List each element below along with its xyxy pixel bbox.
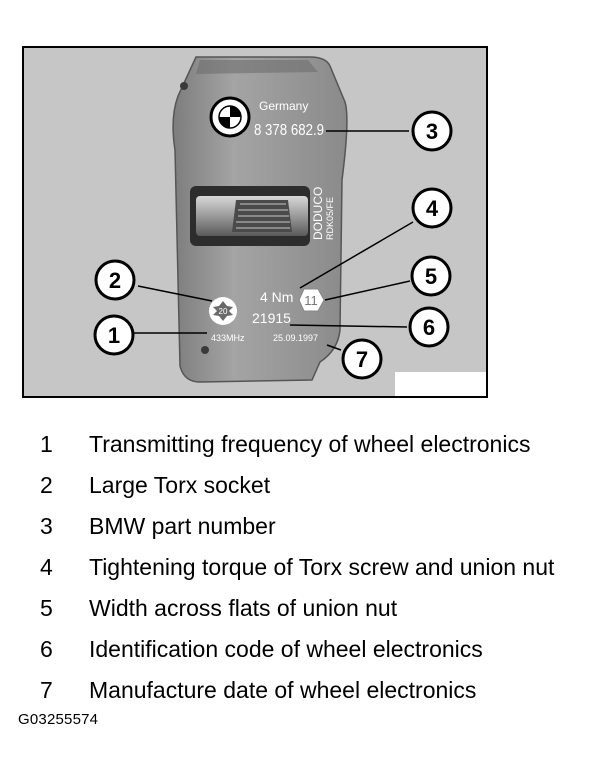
legend-item: 4 Tightening torque of Torx screw and uni…: [40, 547, 600, 588]
sensor-diagram: Germany 8 378 682.9 DODUCO RDK05/FE 4 Nm…: [22, 46, 488, 398]
callout-2-number: 2: [109, 268, 121, 293]
callout-5-number: 5: [425, 264, 437, 289]
legend-list: 1 Transmitting frequency of wheel electro…: [40, 424, 600, 711]
callout-1-number: 1: [108, 323, 120, 348]
legend-number: 4: [40, 554, 53, 580]
legend-number: 1: [40, 431, 53, 457]
callout-7-number: 7: [356, 347, 368, 372]
torx-size-text: 20: [219, 307, 228, 316]
legend-text: Transmitting frequency of wheel electron…: [89, 431, 531, 457]
legend-number: 5: [40, 595, 53, 621]
legend-text: Large Torx socket: [89, 472, 271, 498]
callout-1: 1: [93, 314, 135, 356]
valve-thread-hatch: [236, 203, 290, 229]
callout-6: 6: [408, 306, 450, 348]
legend-text: Tightening torque of Torx screw and unio…: [89, 554, 555, 580]
date-text: 25.09.1997: [273, 333, 318, 343]
callout-3: 3: [411, 110, 453, 152]
maker-text: DODUCO: [311, 187, 325, 240]
screw-hole-top: [180, 82, 188, 90]
leader-lines: [133, 130, 414, 351]
callout-2: 2: [94, 259, 136, 301]
torx-socket-icon: 20: [209, 297, 237, 325]
figure-code: G03255574: [18, 711, 99, 728]
sensor-top-shadow: [196, 60, 318, 74]
callout-4-number: 4: [426, 196, 439, 221]
flats-size-text: 11: [304, 293, 318, 308]
bmw-logo-icon: [209, 96, 251, 138]
legend-item: 5 Width across flats of union nut: [40, 588, 600, 629]
hex-nut-icon: 11: [298, 288, 325, 312]
screw-hole-bottom: [201, 346, 209, 354]
callout-7: 7: [341, 338, 383, 380]
legend-number: 2: [40, 472, 53, 498]
legend-item: 3 BMW part number: [40, 506, 600, 547]
frequency-text: 433MHz: [211, 333, 245, 343]
legend-text: Manufacture date of wheel electronics: [89, 677, 477, 703]
legend-number: 3: [40, 513, 53, 539]
callout-4: 4: [411, 187, 453, 229]
callout-3-number: 3: [426, 119, 438, 144]
id-code-text: 21915: [252, 310, 291, 326]
country-text: Germany: [259, 99, 308, 113]
callout-5: 5: [410, 255, 452, 297]
legend-text: Width across flats of union nut: [89, 595, 398, 621]
model-text: RDK05/FE: [325, 197, 335, 240]
legend-text: Identification code of wheel electronics: [89, 636, 483, 662]
callout-6-number: 6: [423, 315, 435, 340]
photo-corner-patch: [395, 372, 486, 396]
legend-number: 7: [40, 677, 53, 703]
legend-item: 1 Transmitting frequency of wheel electro…: [40, 424, 600, 465]
legend-text: BMW part number: [89, 513, 276, 539]
legend-item: 2 Large Torx socket: [40, 465, 600, 506]
torque-text: 4 Nm: [260, 289, 293, 305]
legend-item: 7 Manufacture date of wheel electronics: [40, 670, 600, 711]
legend-item: 6 Identification code of wheel electronic…: [40, 629, 600, 670]
legend-number: 6: [40, 636, 53, 662]
part-number-text: 8 378 682.9: [254, 122, 324, 139]
